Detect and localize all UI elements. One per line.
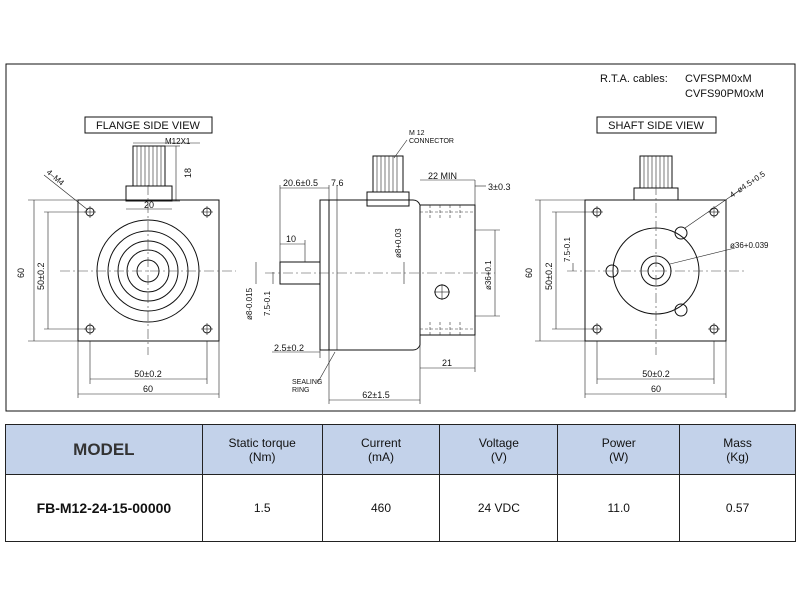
spec-table-header: MODEL Static torque (Nm) Current (mA) Vo… <box>5 424 796 475</box>
drawing-frame <box>5 63 796 412</box>
cell-power: 11.0 <box>557 474 681 542</box>
side-dim-7-5: 7.5-0.1 <box>263 291 272 316</box>
side-dim-20-6: 20.6±0.5 <box>283 178 318 188</box>
side-housing <box>328 199 421 351</box>
side-dim-phi8-bore: ø8+0.03 <box>394 228 403 258</box>
header-power-unit: (W) <box>609 449 629 464</box>
header-static-torque: Static torque (Nm) <box>201 424 323 475</box>
side-dim-10: 10 <box>286 234 296 244</box>
shaft-side-view: SHAFT SIDE VIEW 4–ø4.5 <box>524 116 769 398</box>
shaft-face-hole <box>674 226 688 240</box>
side-sealing-label-2: RING <box>292 387 310 394</box>
header-model: MODEL <box>5 424 203 475</box>
side-rear-hub <box>419 204 476 336</box>
flange-dim-60-horizontal: 60 <box>143 384 153 394</box>
shaft-dim-4-4-5: 4–ø4.5+0.5 <box>728 169 767 200</box>
shaft-dim-7-5: 7.5-0.1 <box>563 237 572 262</box>
header-power: Power (W) <box>557 424 681 475</box>
side-connector-label-2: CONNECTOR <box>409 138 454 145</box>
flange-dim-50-horizontal: 50±0.2 <box>134 369 161 379</box>
header-mass-unit: (Kg) <box>726 449 749 464</box>
cell-mass: 0.57 <box>679 474 796 542</box>
side-dim-7-6: 7.6 <box>331 178 344 188</box>
side-view: M 12 CONNECTOR <box>245 130 510 404</box>
header-voltage: Voltage (V) <box>439 424 559 475</box>
flange-dim-60-vertical: 60 <box>16 268 26 278</box>
side-connector-label-1: M 12 <box>409 130 425 137</box>
side-dim-3: 3±0.3 <box>488 182 510 192</box>
shaft-face-hole <box>674 303 688 317</box>
cell-static-torque: 1.5 <box>201 474 323 542</box>
cell-model: FB-M12-24-15-00000 <box>5 474 203 542</box>
header-power-label: Power <box>601 435 636 450</box>
shaft-dim-60-horizontal: 60 <box>651 384 661 394</box>
cable-part-2: CVFS90PM0xM <box>685 88 764 100</box>
flange-dim-50-vertical: 50±0.2 <box>36 263 46 290</box>
side-dim-22min: 22 MIN <box>428 171 457 181</box>
cell-current: 460 <box>321 474 441 542</box>
flange-view-title-box <box>84 116 213 134</box>
header-current: Current (mA) <box>321 424 441 475</box>
header-static-torque-unit: (Nm) <box>248 449 276 464</box>
flange-square <box>77 199 220 342</box>
table-row: FB-M12-24-15-00000 1.5 460 24 VDC 11.0 0… <box>5 474 796 542</box>
flange-side-view: FLANGE SIDE VIEW M12X1 18 20 <box>16 116 236 398</box>
header-voltage-label: Voltage <box>478 435 519 450</box>
flange-dim-18: 18 <box>183 168 193 178</box>
shaft-square <box>584 199 727 342</box>
side-flange-plate <box>319 199 330 351</box>
shaft-dim-60-vertical: 60 <box>524 268 534 278</box>
header-static-torque-label: Static torque <box>228 435 296 450</box>
cable-part-1: CVFSPM0xM <box>685 73 752 85</box>
flange-connector-nut <box>125 185 173 202</box>
side-connector-body <box>372 155 404 193</box>
side-dim-62: 62±1.5 <box>362 390 389 400</box>
side-connector-nut <box>366 191 410 207</box>
flange-dim-m4: 4–M4 <box>45 168 67 188</box>
flange-dim-20: 20 <box>144 200 154 210</box>
cables-label: R.T.A. cables: <box>600 73 668 85</box>
header-mass-label: Mass <box>723 435 752 450</box>
side-dim-21: 21 <box>442 358 452 368</box>
flange-dim-m12: M12X1 <box>165 137 191 146</box>
side-dim-phi36: ø36+0.1 <box>484 260 493 290</box>
side-sealing-label-1: SEALING <box>292 379 322 386</box>
side-dim-phi8-shaft: ø8-0.015 <box>245 287 254 320</box>
shaft-dim-50-horizontal: 50±0.2 <box>642 369 669 379</box>
header-current-label: Current <box>361 435 402 450</box>
spec-table: MODEL Static torque (Nm) Current (mA) Vo… <box>5 424 796 542</box>
header-mass: Mass (Kg) <box>679 424 796 475</box>
shaft-view-title: SHAFT SIDE VIEW <box>608 120 704 132</box>
header-current-unit: (mA) <box>368 449 395 464</box>
header-voltage-unit: (V) <box>490 449 507 464</box>
cell-voltage: 24 VDC <box>439 474 559 542</box>
shaft-dim-36: ø36+0.039 <box>730 241 769 250</box>
shaft-view-title-box <box>596 116 717 134</box>
side-dim-2-5: 2.5±0.2 <box>274 343 304 353</box>
shaft-dim-50-vertical: 50±0.2 <box>544 263 554 290</box>
flange-view-title: FLANGE SIDE VIEW <box>96 120 201 132</box>
